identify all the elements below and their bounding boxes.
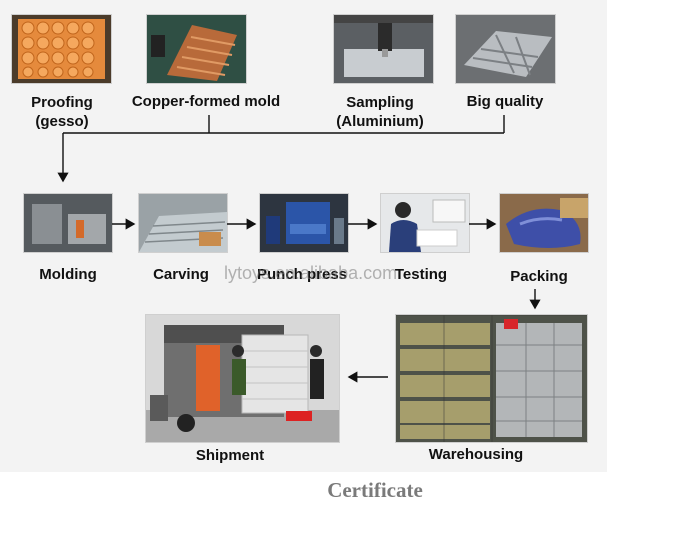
sampling-photo bbox=[333, 14, 434, 84]
testing-image bbox=[381, 194, 469, 252]
copper-mold-photo bbox=[146, 14, 247, 84]
label-warehousing: Warehousing bbox=[428, 446, 524, 463]
label-big-quality: Big quality bbox=[466, 93, 544, 110]
big-quality-photo bbox=[455, 14, 556, 84]
shipment-photo bbox=[145, 314, 340, 443]
truck-loading-image bbox=[146, 315, 339, 442]
label-molding: Molding bbox=[39, 266, 97, 283]
packing-image bbox=[500, 194, 588, 252]
label-copper-formed-mold: Copper-formed mold bbox=[131, 93, 281, 110]
certificate-heading: Certificate bbox=[327, 478, 423, 502]
punch-press-image bbox=[260, 194, 348, 252]
label-punch-press: Punch press bbox=[256, 266, 348, 283]
aluminium-mold-image bbox=[456, 15, 555, 83]
cnc-machine-image bbox=[334, 15, 433, 83]
molding-machine-image bbox=[24, 194, 112, 252]
proofing-photo bbox=[11, 14, 112, 84]
label-testing: Testing bbox=[394, 266, 448, 283]
punch-press-photo bbox=[259, 193, 349, 253]
label-proofing: Proofing (gesso) bbox=[31, 94, 93, 130]
molding-photo bbox=[23, 193, 113, 253]
warehouse-shelves-image bbox=[396, 315, 587, 442]
label-carving: Carving bbox=[153, 266, 209, 283]
label-sampling: Sampling (Aluminium) bbox=[336, 94, 424, 130]
label-shipment: Shipment bbox=[195, 447, 265, 464]
label-packing: Packing bbox=[510, 268, 568, 285]
packing-photo bbox=[499, 193, 589, 253]
carving-image bbox=[139, 194, 227, 252]
gesso-tray-image bbox=[18, 19, 105, 79]
warehousing-photo bbox=[395, 314, 588, 443]
watermark-text: lytoys.en.alibaba.com bbox=[224, 263, 398, 283]
testing-photo bbox=[380, 193, 470, 253]
copper-mold-image bbox=[147, 15, 246, 83]
carving-photo bbox=[138, 193, 228, 253]
